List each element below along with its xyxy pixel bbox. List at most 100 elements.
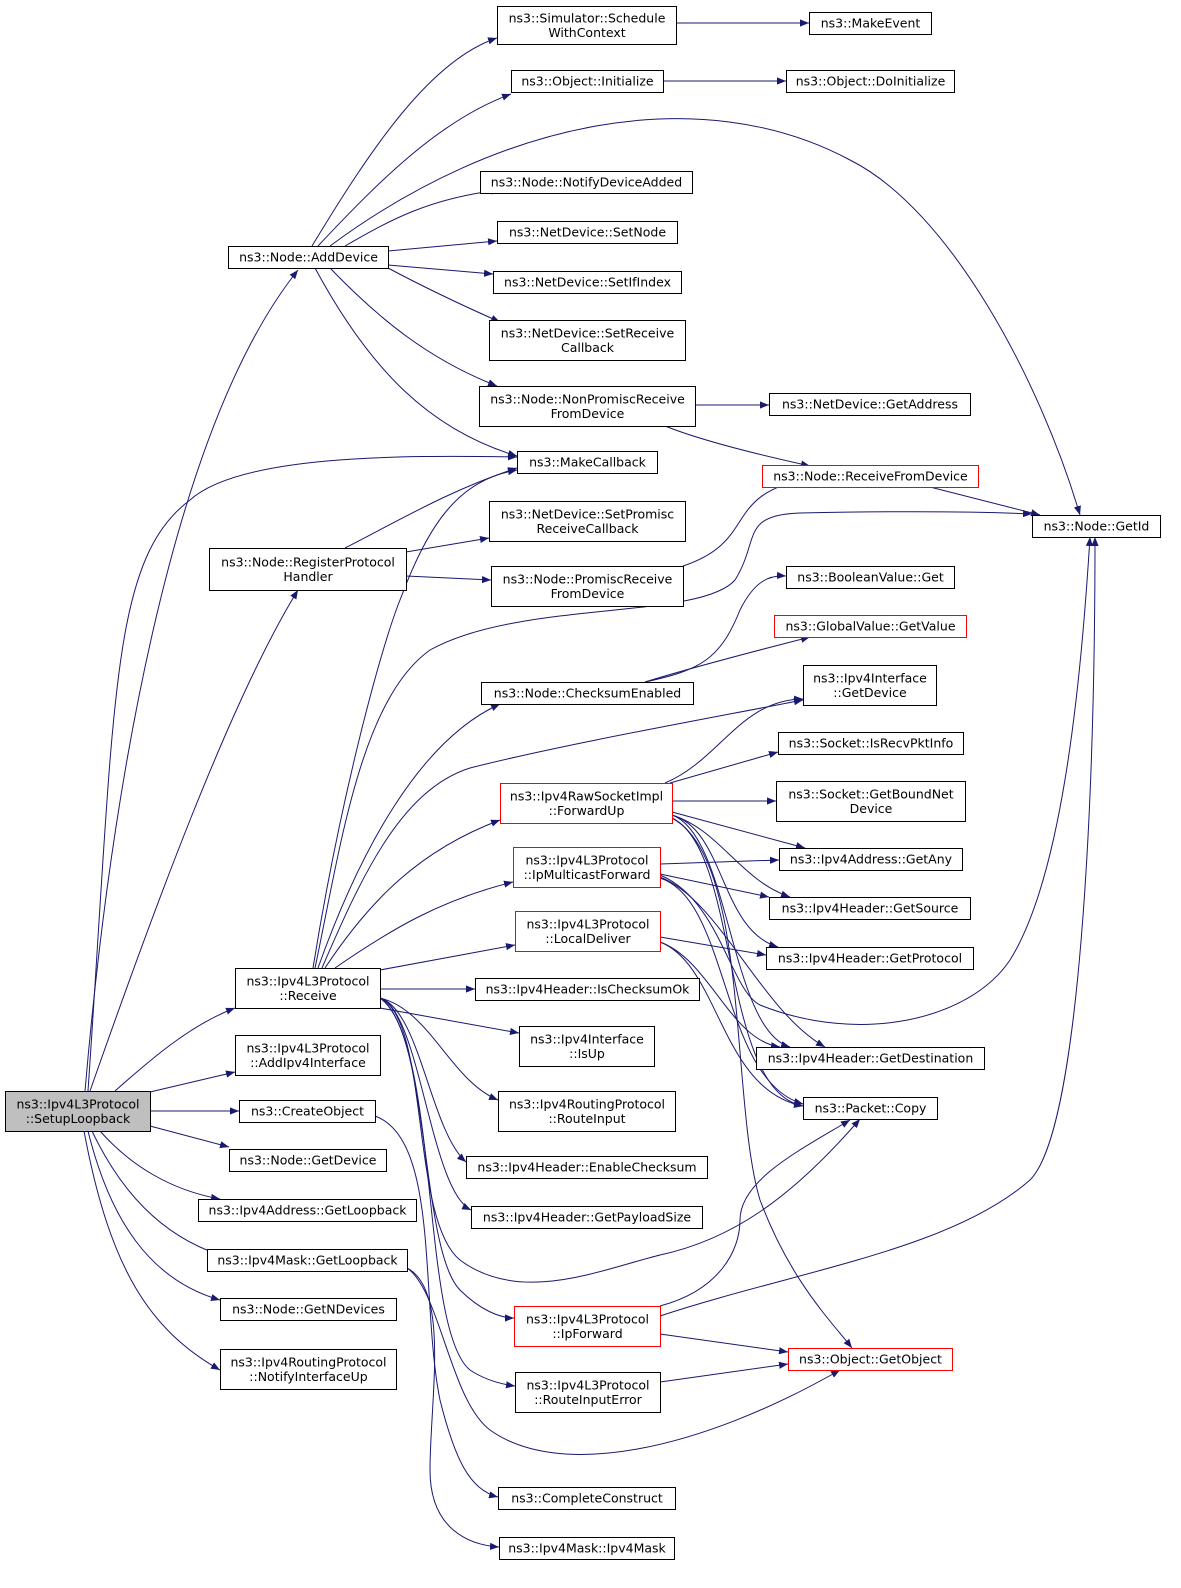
edge-node_adddevice-to-node_nonpromiscreceivefromdevice xyxy=(329,267,498,387)
node-box-node_notifydeviceadded xyxy=(480,171,693,194)
edge-root-to-ipv4mask_getloopback xyxy=(91,1130,221,1256)
node-box-object_getobject xyxy=(788,1348,953,1371)
node-ipv4header_getpayloadsize[interactable]: ns3::Ipv4Header::GetPayloadSize xyxy=(471,1206,703,1229)
node-label-ipv4routingprotocol_routeinput-line-0: ns3::Ipv4RoutingProtocol xyxy=(509,1096,665,1111)
node-label-ipv4l3_receive-line-0: ns3::Ipv4L3Protocol xyxy=(246,973,369,988)
node-ipv4l3_receive[interactable]: ns3::Ipv4L3Protocol::Receive xyxy=(235,968,381,1009)
node-box-ipv4header_getdestination xyxy=(756,1047,985,1070)
node-node_adddevice[interactable]: ns3::Node::AddDevice xyxy=(228,246,389,269)
edge-ipv4l3_receive-to-ipv4rawsocketimpl_forwardup xyxy=(324,819,501,969)
node-ipv4address_getloopback[interactable]: ns3::Ipv4Address::GetLoopback xyxy=(198,1199,417,1222)
node-ipv4rawsocketimpl_forwardup[interactable]: ns3::Ipv4RawSocketImpl::ForwardUp xyxy=(500,783,673,824)
node-label-object_doinitialize-line-0: ns3::Object::DoInitialize xyxy=(796,74,946,89)
node-packet_copy[interactable]: ns3::Packet::Copy xyxy=(803,1097,938,1120)
node-ipv4routingprotocol_notifyinterfaceup[interactable]: ns3::Ipv4RoutingProtocol::NotifyInterfac… xyxy=(220,1349,397,1390)
node-socket_isrecvpktinfo[interactable]: ns3::Socket::IsRecvPktInfo xyxy=(778,732,964,755)
node-label-netdevice_setreceivecallback-line-1: Callback xyxy=(561,340,615,355)
node-ipv4header_getdestination[interactable]: ns3::Ipv4Header::GetDestination xyxy=(756,1047,985,1070)
node-label-ipv4header_enablechecksum-line-0: ns3::Ipv4Header::EnableChecksum xyxy=(477,1160,696,1175)
node-label-node_getid-line-0: ns3::Node::GetId xyxy=(1044,519,1150,534)
node-box-ipv4header_enablechecksum xyxy=(466,1156,708,1179)
node-box-node_registerprotocolhandler xyxy=(209,548,407,591)
node-object_initialize[interactable]: ns3::Object::Initialize xyxy=(511,70,664,93)
node-makecallback[interactable]: ns3::MakeCallback xyxy=(517,451,658,474)
edge-ipv4l3_receive-to-ipv4l3_routeinputerror xyxy=(379,997,516,1389)
node-label-node_checksumenabled-line-0: ns3::Node::ChecksumEnabled xyxy=(494,686,681,701)
node-label-node_notifydeviceadded-line-0: ns3::Node::NotifyDeviceAdded xyxy=(491,175,682,190)
node-ipv4header_ischecksumok[interactable]: ns3::Ipv4Header::IsChecksumOk xyxy=(475,978,700,1001)
node-box-netdevice_getaddress xyxy=(769,393,971,416)
node-ipv4l3_ipmulticastforward[interactable]: ns3::Ipv4L3Protocol::IpMulticastForward xyxy=(513,847,661,888)
edge-ipv4l3_receive-to-node_checksumenabled xyxy=(317,703,501,969)
node-netdevice_setifindex[interactable]: ns3::NetDevice::SetIfIndex xyxy=(493,271,682,294)
node-label-ipv4l3_ipmulticastforward-line-0: ns3::Ipv4L3Protocol xyxy=(525,852,648,867)
node-completeconstruct[interactable]: ns3::CompleteConstruct xyxy=(498,1487,676,1510)
node-label-netdevice_setifindex-line-0: ns3::NetDevice::SetIfIndex xyxy=(504,275,671,290)
node-node_checksumenabled[interactable]: ns3::Node::ChecksumEnabled xyxy=(481,682,694,705)
edge-node_registerprotocolhandler-to-node_promiscreceivefromdevice xyxy=(405,575,492,584)
edge-ipv4l3_ipmulticastforward-to-ipv4address_getany xyxy=(659,856,780,865)
node-label-ipv4header_getsource-line-0: ns3::Ipv4Header::GetSource xyxy=(782,901,959,916)
edge-root-to-node_getdevice xyxy=(149,1125,230,1149)
node-label-node_promiscreceivefromdevice-line-0: ns3::Node::PromiscReceive xyxy=(503,571,673,586)
node-booleanvalue_get[interactable]: ns3::BooleanValue::Get xyxy=(786,566,955,589)
edge-createobject-to-completeconstruct xyxy=(374,1115,499,1499)
node-object_doinitialize[interactable]: ns3::Object::DoInitialize xyxy=(786,70,955,93)
node-label-node_promiscreceivefromdevice-line-1: FromDevice xyxy=(551,586,625,601)
node-node_getndevices[interactable]: ns3::Node::GetNDevices xyxy=(220,1298,397,1321)
node-node_notifydeviceadded[interactable]: ns3::Node::NotifyDeviceAdded xyxy=(480,171,693,194)
node-ipv4header_getsource[interactable]: ns3::Ipv4Header::GetSource xyxy=(769,897,971,920)
node-makeevent[interactable]: ns3::MakeEvent xyxy=(809,12,932,35)
node-ipv4routingprotocol_routeinput[interactable]: ns3::Ipv4RoutingProtocol::RouteInput xyxy=(498,1091,676,1132)
node-label-ipv4l3_localdeliver-line-0: ns3::Ipv4L3Protocol xyxy=(526,916,649,931)
node-label-ipv4address_getloopback-line-0: ns3::Ipv4Address::GetLoopback xyxy=(209,1203,408,1218)
node-box-ipv4l3_receive xyxy=(235,968,381,1009)
node-label-object_initialize-line-0: ns3::Object::Initialize xyxy=(521,74,654,89)
node-node_getdevice[interactable]: ns3::Node::GetDevice xyxy=(229,1149,387,1172)
edge-ipv4l3_receive-to-ipv4header_enablechecksum xyxy=(379,997,467,1163)
edge-root-to-ipv4address_getloopback xyxy=(99,1130,221,1201)
node-box-ipv4address_getany xyxy=(779,848,963,871)
node-ipv4mask_ipv4mask[interactable]: ns3::Ipv4Mask::Ipv4Mask xyxy=(499,1537,675,1560)
node-object_getobject[interactable]: ns3::Object::GetObject xyxy=(788,1348,953,1371)
node-label-ipv4l3_ipmulticastforward-line-1: ::IpMulticastForward xyxy=(524,867,651,882)
node-box-node_checksumenabled xyxy=(481,682,694,705)
node-ipv4interface_isup[interactable]: ns3::Ipv4Interface::IsUp xyxy=(519,1026,655,1067)
node-box-node_receivefromdevice xyxy=(762,465,979,488)
node-ipv4interface_getdevice[interactable]: ns3::Ipv4Interface::GetDevice xyxy=(803,665,937,706)
node-createobject[interactable]: ns3::CreateObject xyxy=(239,1100,376,1123)
node-ipv4l3_ipforward[interactable]: ns3::Ipv4L3Protocol::IpForward xyxy=(514,1306,661,1347)
node-ipv4l3_localdeliver[interactable]: ns3::Ipv4L3Protocol::LocalDeliver xyxy=(515,911,661,952)
node-ipv4l3_addipv4interface[interactable]: ns3::Ipv4L3Protocol::AddIpv4Interface xyxy=(235,1035,381,1076)
node-label-ipv4mask_ipv4mask-line-0: ns3::Ipv4Mask::Ipv4Mask xyxy=(508,1541,666,1556)
node-ipv4header_getprotocol[interactable]: ns3::Ipv4Header::GetProtocol xyxy=(766,947,974,970)
node-label-ipv4header_getpayloadsize-line-0: ns3::Ipv4Header::GetPayloadSize xyxy=(483,1210,691,1225)
node-netdevice_getaddress[interactable]: ns3::NetDevice::GetAddress xyxy=(769,393,971,416)
node-label-ipv4header_ischecksumok-line-0: ns3::Ipv4Header::IsChecksumOk xyxy=(486,982,691,997)
edge-ipv4l3_localdeliver-to-ipv4header_getprotocol xyxy=(659,936,767,958)
node-ipv4header_enablechecksum[interactable]: ns3::Ipv4Header::EnableChecksum xyxy=(466,1156,708,1179)
node-label-ipv4interface_getdevice-line-0: ns3::Ipv4Interface xyxy=(813,670,927,685)
node-netdevice_setnode[interactable]: ns3::NetDevice::SetNode xyxy=(497,221,678,244)
node-node_getid[interactable]: ns3::Node::GetId xyxy=(1032,515,1161,538)
node-globalvalue_getvalue[interactable]: ns3::GlobalValue::GetValue xyxy=(774,615,967,638)
node-box-makeevent xyxy=(809,12,932,35)
edge-node_adddevice-to-simulator_schedulewithcontext xyxy=(311,37,498,247)
node-root[interactable]: ns3::Ipv4L3Protocol::SetupLoopback xyxy=(5,1091,151,1132)
node-ipv4l3_routeinputerror[interactable]: ns3::Ipv4L3Protocol::RouteInputError xyxy=(515,1372,661,1413)
node-netdevice_setpromiscreceivecallback[interactable]: ns3::NetDevice::SetPromiscReceiveCallbac… xyxy=(489,501,686,542)
node-label-makeevent-line-0: ns3::MakeEvent xyxy=(821,16,921,31)
node-box-netdevice_setnode xyxy=(497,221,678,244)
node-label-ipv4routingprotocol_routeinput-line-1: ::RouteInput xyxy=(548,1111,625,1126)
node-node_receivefromdevice[interactable]: ns3::Node::ReceiveFromDevice xyxy=(762,465,979,488)
node-label-netdevice_getaddress-line-0: ns3::NetDevice::GetAddress xyxy=(782,397,958,412)
node-label-root-line-0: ns3::Ipv4L3Protocol xyxy=(16,1096,139,1111)
node-ipv4address_getany[interactable]: ns3::Ipv4Address::GetAny xyxy=(779,848,963,871)
node-ipv4mask_getloopback[interactable]: ns3::Ipv4Mask::GetLoopback xyxy=(207,1249,408,1272)
